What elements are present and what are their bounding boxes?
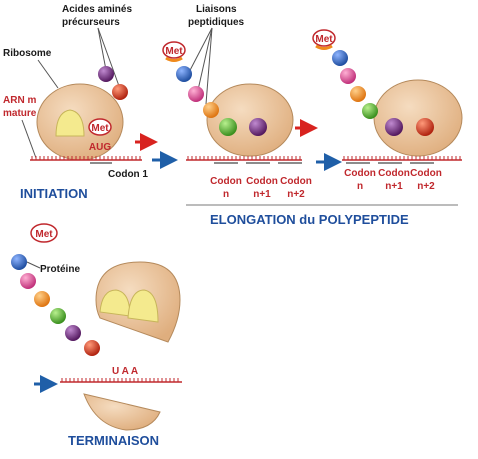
- codon-n1-index: n+1: [253, 189, 271, 200]
- elongation-panel-1: Liaisons peptidiques Met Codon n Codon n…: [162, 4, 342, 200]
- amino-acid-blue: [332, 50, 348, 66]
- codon-n2-index: n+2: [417, 181, 435, 192]
- met-label: Met: [91, 123, 109, 134]
- mrna-pointer: [21, 119, 37, 159]
- peptide-bonds-pointer: [205, 27, 213, 105]
- codon-n1-word: Codon: [378, 168, 410, 179]
- codon-n2-word: Codon: [410, 168, 442, 179]
- stop-codon-label: U A A: [112, 366, 138, 377]
- amino-acid-blue: [11, 254, 27, 270]
- met-link: [165, 56, 183, 62]
- ribosome-site-yellow: [55, 109, 85, 137]
- mrna-label-line1: ARN m: [3, 95, 36, 106]
- amino-acid-purple: [249, 118, 267, 136]
- ribosome-pointer: [37, 59, 59, 89]
- amino-acids-pointer: [97, 27, 107, 71]
- amino-acids-pointer: [97, 27, 120, 87]
- ribosome-label: Ribosome: [3, 48, 52, 59]
- title-elongation: ELONGATION du POLYPEPTIDE: [210, 212, 409, 227]
- mrna-ticks-2: [187, 156, 301, 160]
- amino-acid-pink: [20, 273, 36, 289]
- free-amino-acid-red: [112, 84, 128, 100]
- codon-n2-word: Codon: [280, 176, 312, 187]
- codon-n-word: Codon: [210, 176, 242, 187]
- amino-acid-green: [362, 103, 378, 119]
- amino-acid-blue: [176, 66, 192, 82]
- termination-panel: Met Protéine U A A TERMINAISON: [11, 223, 182, 448]
- peptide-bonds-label-line1: Liaisons: [196, 4, 237, 15]
- amino-acids-label-line1: Acides aminés: [62, 4, 132, 15]
- mrna-ticks-3: [343, 156, 461, 160]
- ribosome-large-subunit: [373, 79, 463, 157]
- protein-label: Protéine: [40, 264, 80, 275]
- met-label: Met: [35, 229, 53, 240]
- free-amino-acid-purple: [98, 66, 114, 82]
- met-label: Met: [315, 34, 333, 45]
- peptide-bonds-label-line2: peptidiques: [188, 17, 245, 28]
- codon-n-index: n: [357, 181, 363, 192]
- met-oval: [30, 223, 58, 243]
- met-label: Met: [165, 46, 183, 57]
- title-termination: TERMINAISON: [68, 433, 159, 448]
- amino-acid-pink: [340, 68, 356, 84]
- codon-n-word: Codon: [344, 168, 376, 179]
- amino-acid-orange: [34, 291, 50, 307]
- amino-acid-red: [84, 340, 100, 356]
- amino-acid-orange: [203, 102, 219, 118]
- protein-pointer: [26, 261, 41, 269]
- peptide-bonds-pointer: [197, 27, 213, 91]
- amino-acid-red: [416, 118, 434, 136]
- aug-codon-label: AUG: [89, 142, 111, 153]
- ribosome-large-subunit: [206, 83, 294, 157]
- amino-acid-green: [50, 308, 66, 324]
- met-link: [315, 44, 333, 50]
- amino-acids-label-line2: précurseurs: [62, 17, 120, 28]
- met-oval: [162, 41, 186, 59]
- codon1-label: Codon 1: [108, 169, 148, 180]
- elongation-panel-2: Met Codon n Codon n+1 Codon n+2: [312, 29, 463, 192]
- ribosome-site-yellow: [127, 289, 159, 323]
- met-oval: [312, 29, 336, 47]
- ribosome-small-subunit-detached: [83, 393, 161, 431]
- amino-acid-green: [219, 118, 237, 136]
- title-initiation: INITIATION: [20, 186, 88, 201]
- amino-acid-purple: [385, 118, 403, 136]
- met-oval: [88, 118, 112, 136]
- codon-n1-word: Codon: [246, 176, 278, 187]
- initiation-panel: Acides aminés précurseurs Ribosome Met A…: [3, 4, 178, 201]
- codon-n2-index: n+2: [287, 189, 305, 200]
- amino-acid-orange: [350, 86, 366, 102]
- mrna-ticks-1: [31, 156, 141, 160]
- codon-n-index: n: [223, 189, 229, 200]
- mrna-ticks-4: [61, 378, 179, 382]
- amino-acid-purple: [65, 325, 81, 341]
- mrna-label-line2: mature: [3, 108, 37, 119]
- amino-acid-pink: [188, 86, 204, 102]
- codon-n1-index: n+1: [385, 181, 403, 192]
